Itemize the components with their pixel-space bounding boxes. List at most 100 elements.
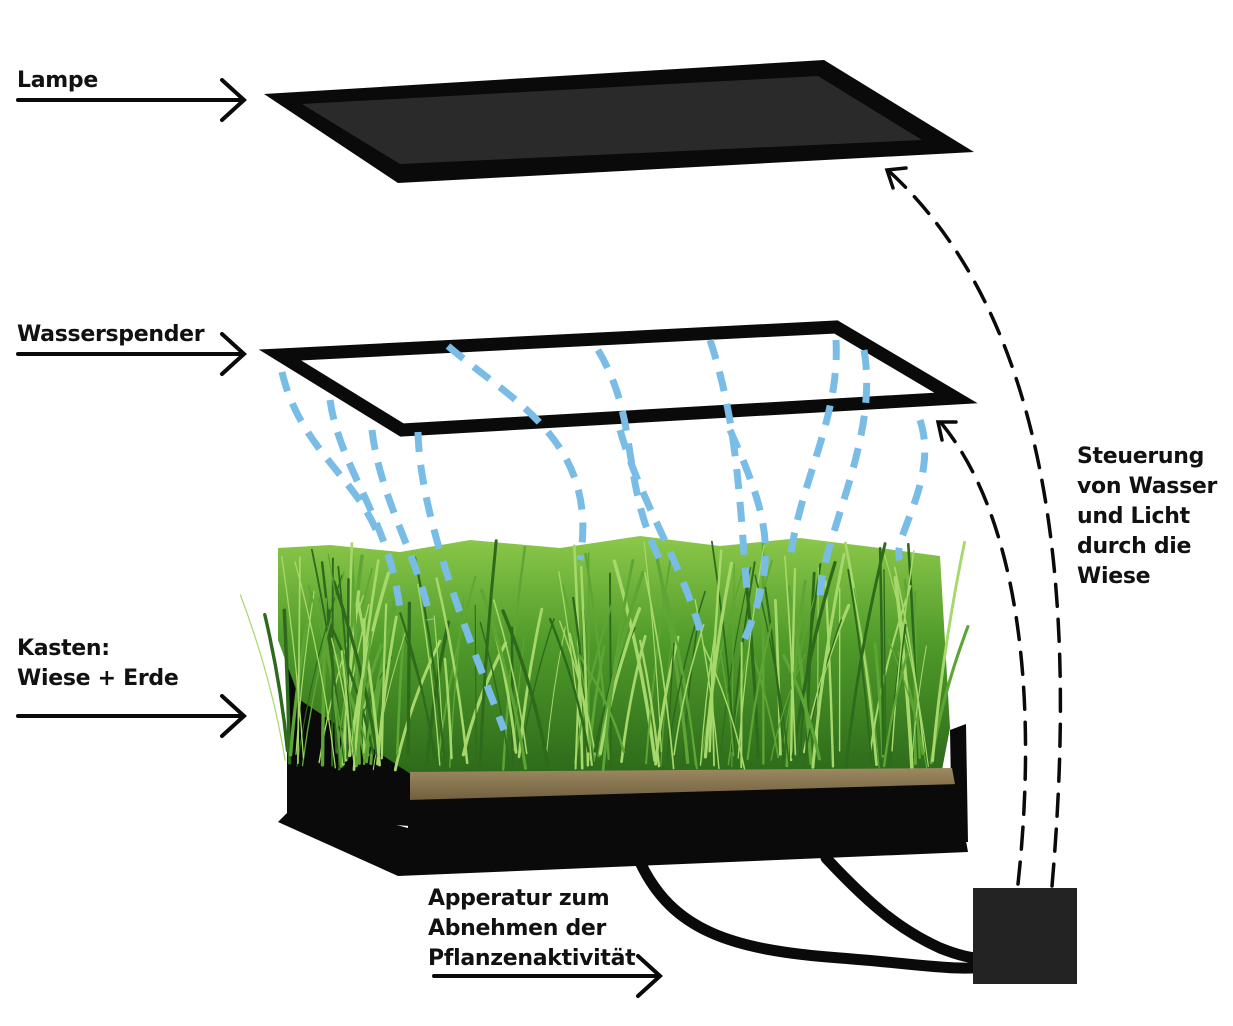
grass-blade [380, 603, 388, 760]
grass-blade [574, 603, 613, 764]
grass-blade [665, 592, 697, 766]
meadow [239, 536, 970, 804]
grass-blade [332, 580, 379, 757]
label-apparatur-line-2: Abnehmen der [428, 916, 607, 941]
water-streams [278, 338, 929, 732]
grass-blade [337, 565, 353, 754]
grass-blade [501, 609, 550, 767]
grass-blade [708, 549, 723, 753]
grass-blade [882, 650, 909, 768]
box-bottom-plate [278, 800, 968, 876]
grass-blade [869, 584, 912, 752]
grass-blade [327, 619, 375, 755]
grass-blade [853, 588, 880, 769]
label-apparatur-line-1: Apperatur zum [428, 886, 610, 911]
grass-blade [887, 638, 928, 769]
water-stream [278, 371, 384, 542]
grass-blade [847, 568, 873, 765]
grass-blade [644, 571, 675, 770]
grass-blade [327, 553, 357, 768]
grass-blade [786, 584, 813, 765]
grass-blade [352, 559, 380, 772]
label-steuerung-line-1: Steuerung [1077, 444, 1205, 469]
grass-blade [824, 580, 835, 768]
light-rays [164, 164, 816, 878]
grass-blade [341, 590, 361, 766]
grass-blade [893, 576, 914, 772]
light-ray [180, 180, 522, 462]
label-steuerung-line-4: durch die [1077, 534, 1192, 559]
grass-blade [782, 653, 821, 761]
grass-blade [281, 555, 305, 759]
sensor-cables [634, 852, 996, 974]
grass-blade [263, 613, 290, 753]
grass-blade [425, 620, 451, 764]
grass-blade [774, 598, 782, 756]
grass-blade [479, 621, 511, 769]
grass-blade [710, 657, 715, 767]
label-arrows [16, 78, 663, 998]
arrow-lampe [16, 78, 247, 122]
grass-blade [784, 555, 797, 756]
grass-blade [719, 649, 735, 757]
water-stream [786, 339, 840, 561]
label-steuerung-line-3: und Licht [1077, 504, 1190, 529]
water-dispenser [258, 320, 978, 437]
grass-blade [296, 574, 343, 767]
grass-blade [746, 622, 773, 760]
grass-blade [558, 571, 584, 762]
grass-blade [355, 630, 373, 768]
grass-blade [673, 623, 705, 756]
grass-blade [493, 599, 528, 755]
water-stream [368, 429, 434, 621]
label-kasten-line-1: Kasten: [17, 636, 110, 661]
arrow-wasserspender [16, 332, 247, 376]
grass-blade [703, 561, 733, 759]
grass-blade [791, 560, 837, 759]
grass-blade [474, 604, 477, 759]
grass-blade [884, 554, 929, 767]
label-apparatur-line-3: Pflanzenaktivität [428, 946, 636, 971]
grass-blade [883, 569, 887, 761]
grass-blade [568, 632, 593, 767]
grass-blade [393, 639, 442, 772]
grass-blade [548, 617, 590, 753]
grass-blade [700, 575, 743, 764]
grass-blade [294, 561, 336, 769]
water-stream [816, 349, 871, 601]
label-kasten: Kasten: Wiese + Erde [17, 634, 179, 694]
grass-blade [559, 620, 597, 760]
control-arrows [884, 166, 1063, 888]
grass-blade [331, 557, 334, 767]
grass-blade [609, 572, 613, 770]
grass-blade [639, 639, 661, 768]
grass-blade [931, 540, 966, 763]
grass-blade [417, 583, 441, 766]
water-stream [594, 348, 664, 562]
grass-blade [703, 645, 746, 771]
grass-blade [785, 579, 807, 768]
grass-blade [789, 567, 797, 762]
water-stream [706, 338, 752, 601]
grass-blade [893, 566, 925, 753]
label-steuerung: Steuerung von Wasser und Licht durch die… [1077, 442, 1217, 592]
water-stream [726, 428, 769, 652]
grass-blade [598, 607, 642, 756]
dispenser-frame [258, 320, 978, 437]
label-lampe: Lampe [17, 68, 98, 93]
grass-blade [699, 632, 716, 766]
grass-blade [770, 653, 806, 761]
grass-blade [356, 600, 381, 767]
grass-blade [897, 650, 924, 755]
cable-right [820, 852, 996, 964]
grass-blade [330, 637, 356, 770]
grass-blade [878, 546, 885, 756]
arrow-kasten [16, 694, 247, 738]
control-arrow-lamp-head [884, 166, 908, 190]
soil-layer [410, 768, 956, 804]
control-box [973, 888, 1077, 984]
box-front-rail [408, 784, 962, 834]
water-stream [326, 399, 404, 611]
light-ray [176, 176, 654, 662]
